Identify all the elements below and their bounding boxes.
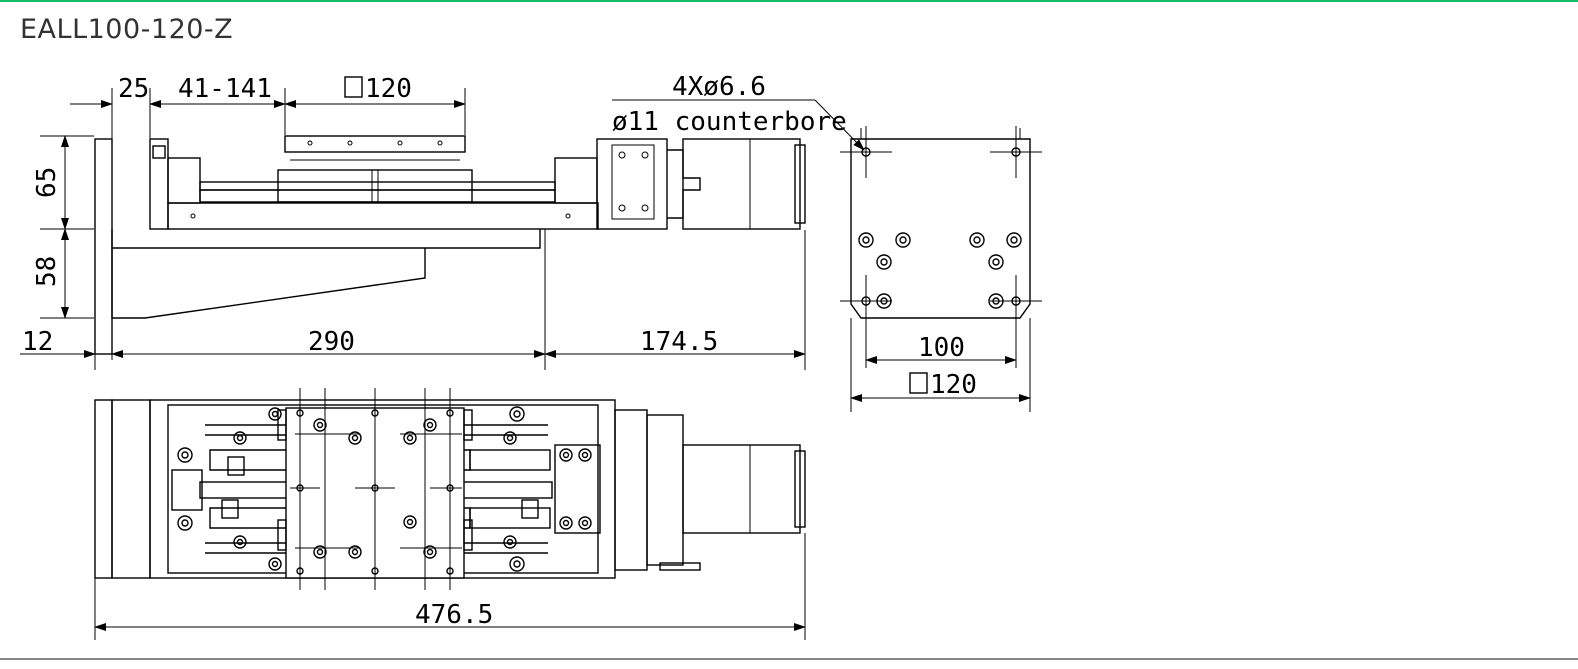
dim-square-120-end: 120 bbox=[930, 370, 977, 400]
top-view: 476.5 bbox=[94, 388, 806, 640]
end-view: 100 120 bbox=[840, 126, 1042, 412]
dim-174-5: 174.5 bbox=[640, 327, 718, 357]
dim-12: 12 bbox=[22, 327, 53, 357]
carriage-holes bbox=[290, 388, 462, 590]
dim-25: 25 bbox=[118, 74, 149, 104]
top-accent-rule bbox=[0, 0, 1578, 2]
dim-65: 65 bbox=[32, 167, 62, 198]
model-title: EALL100-120-Z bbox=[20, 14, 234, 45]
dim-100: 100 bbox=[918, 333, 965, 363]
counterbore-note: ø11 counterbore bbox=[612, 107, 847, 137]
dim-290: 290 bbox=[308, 327, 355, 357]
dim-square-120-side: 120 bbox=[365, 74, 412, 104]
dim-476-5: 476.5 bbox=[415, 600, 493, 630]
hole-spec-note: 4Xø6.6 bbox=[672, 72, 766, 102]
square-symbol-end bbox=[909, 372, 928, 394]
bottom-rule bbox=[0, 658, 1578, 660]
corner-holes bbox=[840, 126, 1042, 327]
dim-58: 58 bbox=[32, 256, 62, 287]
square-symbol bbox=[344, 76, 363, 98]
bolt-holes bbox=[858, 232, 1022, 309]
dim-41-141: 41-141 bbox=[178, 74, 272, 104]
side-view: 25 41-141 120 65 58 12 290 174.5 4Xø6.6 … bbox=[20, 72, 865, 370]
